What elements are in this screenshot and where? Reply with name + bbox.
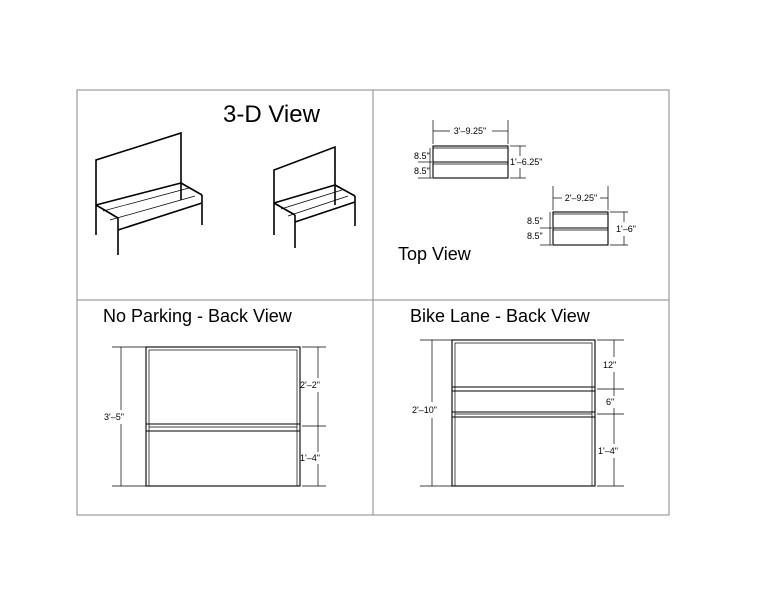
no-parking-dim-overall: 3'–5"	[104, 346, 146, 487]
svg-text:12": 12"	[603, 360, 616, 370]
top-view-bench-a: 3'–9.25" 1'–6.25" 8.5" 8.5"	[414, 120, 542, 179]
panel-bike-lane-back-view: Bike Lane - Back View 2'–10" 12"	[410, 306, 624, 487]
title-3d-view: 3-D View	[223, 101, 321, 128]
top-view-bench-b: 2'–9.25" 1'–6" 8.5" 8.5"	[527, 186, 636, 246]
dim-bench-b-slat1: 8.5"	[527, 216, 543, 226]
dim-bench-a-depth: 1'–6.25"	[510, 157, 542, 167]
bike-lane-dim-top: 12"	[597, 339, 624, 390]
bike-lane-dim-overall: 2'–10"	[412, 339, 452, 487]
svg-text:1'–4": 1'–4"	[598, 446, 618, 456]
bench-3d-short	[273, 145, 356, 248]
dim-bench-b-depth: 1'–6"	[616, 224, 636, 234]
bike-lane-dim-lower: 1'–4"	[597, 414, 624, 487]
dim-bench-a-width: 3'–9.25"	[454, 126, 486, 136]
dim-bench-b-slat2: 8.5"	[527, 231, 543, 241]
no-parking-dim-lower: 1'–4"	[300, 426, 326, 487]
svg-text:6": 6"	[606, 397, 614, 407]
svg-text:2'–2": 2'–2"	[300, 380, 320, 390]
dim-bench-a-slat1: 8.5"	[414, 151, 430, 161]
panel-no-parking-back-view: No Parking - Back View 3'–5" 2'–2"	[103, 306, 326, 487]
svg-text:2'–10": 2'–10"	[412, 405, 437, 415]
bench-3d-long	[95, 131, 203, 255]
dim-bench-b-width: 2'–9.25"	[565, 193, 597, 203]
no-parking-frame	[145, 346, 301, 487]
sheet-frame	[76, 89, 670, 516]
title-no-parking: No Parking - Back View	[103, 306, 293, 326]
title-top-view: Top View	[398, 244, 472, 264]
title-bike-lane: Bike Lane - Back View	[410, 306, 591, 326]
svg-text:1'–4": 1'–4"	[300, 453, 320, 463]
bike-lane-dim-mid: 6"	[597, 389, 624, 415]
bike-lane-frame	[451, 339, 596, 487]
no-parking-dim-upper: 2'–2"	[300, 346, 326, 427]
panel-top-view: Top View 3'–9.25" 1'–6.25" 8.5" 8.5"	[398, 120, 636, 264]
svg-text:3'–5": 3'–5"	[104, 412, 124, 422]
panel-3d-view: 3-D View	[95, 101, 356, 255]
dim-bench-a-slat2: 8.5"	[414, 166, 430, 176]
